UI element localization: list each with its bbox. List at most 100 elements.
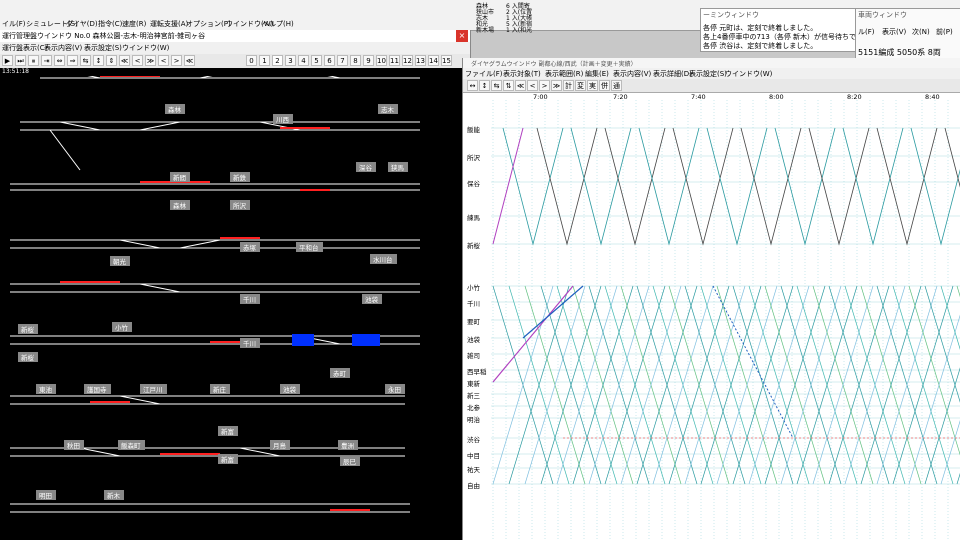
- menu-panel-display[interactable]: 運行盤表示(C): [2, 44, 48, 52]
- page-button-12[interactable]: 12: [402, 55, 413, 66]
- top-menu-item[interactable]: ダイヤ(D): [66, 20, 98, 28]
- station-box[interactable]: [296, 242, 323, 252]
- station-box[interactable]: [362, 294, 382, 304]
- menu-display-settings[interactable]: 表示設定(S): [84, 44, 122, 52]
- diagram-toolbar-button[interactable]: 変: [575, 80, 586, 91]
- menu-window[interactable]: ウインドウ(W): [122, 44, 170, 52]
- toolbar-button[interactable]: ↕: [93, 55, 104, 66]
- station-box[interactable]: [340, 456, 360, 466]
- toolbar-button[interactable]: ⇥: [41, 55, 52, 66]
- station-box[interactable]: [84, 384, 111, 394]
- toolbar-button[interactable]: ≪: [119, 55, 130, 66]
- station-box[interactable]: [388, 162, 408, 172]
- top-menu-item[interactable]: シミュレート(S): [26, 20, 78, 28]
- diagram-toolbar-button[interactable]: 通: [611, 80, 622, 91]
- station-box[interactable]: [385, 384, 405, 394]
- page-button-8[interactable]: 8: [350, 55, 361, 66]
- top-menu-item[interactable]: ヘルプ(H): [262, 20, 294, 28]
- right-menu-item[interactable]: 表示設定(S): [689, 70, 727, 78]
- top-menu-item[interactable]: オプション(P): [186, 20, 231, 28]
- station-box[interactable]: [218, 426, 238, 436]
- station-box[interactable]: [36, 490, 56, 500]
- top-menu-item[interactable]: 指令(C): [98, 20, 123, 28]
- car-menu-prev[interactable]: 前(P): [936, 28, 953, 36]
- diagram-toolbar-button[interactable]: ⇆: [491, 80, 502, 91]
- diagram-toolbar-button[interactable]: <: [527, 80, 538, 91]
- car-menu-view[interactable]: 表示(V): [882, 28, 907, 36]
- page-button-6[interactable]: 6: [324, 55, 335, 66]
- page-button-7[interactable]: 7: [337, 55, 348, 66]
- toolbar-button[interactable]: ⇔: [54, 55, 65, 66]
- top-menu-item[interactable]: 速度(R): [122, 20, 147, 28]
- page-button-11[interactable]: 11: [389, 55, 400, 66]
- station-box[interactable]: [36, 384, 56, 394]
- menu-display-content[interactable]: 表示内容(V): [44, 44, 83, 52]
- toolbar-button[interactable]: <: [158, 55, 169, 66]
- page-button-1[interactable]: 1: [259, 55, 270, 66]
- car-menu-next[interactable]: 次(N): [912, 28, 930, 36]
- station-box[interactable]: [378, 104, 398, 114]
- car-menu-file[interactable]: ル(F): [858, 28, 875, 36]
- diagram-toolbar-button[interactable]: 実: [587, 80, 598, 91]
- toolbar-button[interactable]: ⏸: [28, 55, 39, 66]
- page-button-10[interactable]: 10: [376, 55, 387, 66]
- station-box[interactable]: [273, 114, 293, 124]
- right-menu-item[interactable]: 表示詳細(D): [653, 70, 692, 78]
- page-button-2[interactable]: 2: [272, 55, 283, 66]
- station-box[interactable]: [356, 162, 376, 172]
- close-button[interactable]: ×: [456, 30, 468, 42]
- station-box[interactable]: [118, 440, 145, 450]
- station-box[interactable]: [170, 200, 190, 210]
- selected-train-box[interactable]: [292, 334, 314, 346]
- page-button-15[interactable]: 15: [441, 55, 452, 66]
- page-button-13[interactable]: 13: [415, 55, 426, 66]
- right-menu-item[interactable]: 表示対象(T): [503, 70, 541, 78]
- page-button-4[interactable]: 4: [298, 55, 309, 66]
- station-box[interactable]: [210, 384, 230, 394]
- station-box[interactable]: [280, 384, 300, 394]
- station-box[interactable]: [270, 440, 290, 450]
- right-menu-item[interactable]: 表示範囲(R): [545, 70, 584, 78]
- diagram-toolbar-button[interactable]: ≪: [515, 80, 526, 91]
- toolbar-button[interactable]: ≫: [145, 55, 156, 66]
- station-box[interactable]: [338, 440, 358, 450]
- toolbar-button[interactable]: >: [171, 55, 182, 66]
- right-menu-item[interactable]: ウインドウ(W): [725, 70, 773, 78]
- page-button-14[interactable]: 14: [428, 55, 439, 66]
- station-box[interactable]: [240, 294, 260, 304]
- diagram-toolbar-button[interactable]: 計: [563, 80, 574, 91]
- station-box[interactable]: [240, 242, 260, 252]
- diagram-toolbar-button[interactable]: 併: [599, 80, 610, 91]
- toolbar-button[interactable]: ⇆: [80, 55, 91, 66]
- station-box[interactable]: [230, 200, 250, 210]
- toolbar-button[interactable]: ⇒: [67, 55, 78, 66]
- diagram-toolbar-button[interactable]: ↕: [479, 80, 490, 91]
- station-box[interactable]: [330, 368, 350, 378]
- station-box[interactable]: [18, 352, 38, 362]
- diagram-toolbar-button[interactable]: ≫: [551, 80, 562, 91]
- station-box[interactable]: [64, 440, 84, 450]
- right-menu-item[interactable]: 表示内容(V): [613, 70, 652, 78]
- toolbar-button[interactable]: ⇕: [106, 55, 117, 66]
- page-button-9[interactable]: 9: [363, 55, 374, 66]
- station-box[interactable]: [370, 254, 397, 264]
- page-button-0[interactable]: 0: [246, 55, 257, 66]
- station-box[interactable]: [170, 172, 190, 182]
- station-box[interactable]: [230, 172, 250, 182]
- right-menu-item[interactable]: 編集(E): [585, 70, 609, 78]
- station-box[interactable]: [112, 322, 132, 332]
- station-box[interactable]: [140, 384, 167, 394]
- diagram-toolbar-button[interactable]: >: [539, 80, 550, 91]
- diagram-toolbar-button[interactable]: ⇅: [503, 80, 514, 91]
- toolbar-button[interactable]: ≪: [184, 55, 195, 66]
- station-box[interactable]: [18, 324, 38, 334]
- station-box[interactable]: [218, 454, 238, 464]
- selected-train-box[interactable]: [352, 334, 380, 346]
- toolbar-button[interactable]: ⏭: [15, 55, 26, 66]
- right-menu-item[interactable]: ファイル(F): [465, 70, 503, 78]
- top-menu-item[interactable]: イル(F): [2, 20, 26, 28]
- diagram-toolbar-button[interactable]: ↔: [467, 80, 478, 91]
- station-box[interactable]: [104, 490, 124, 500]
- toolbar-button[interactable]: ▶: [2, 55, 13, 66]
- toolbar-button[interactable]: <: [132, 55, 143, 66]
